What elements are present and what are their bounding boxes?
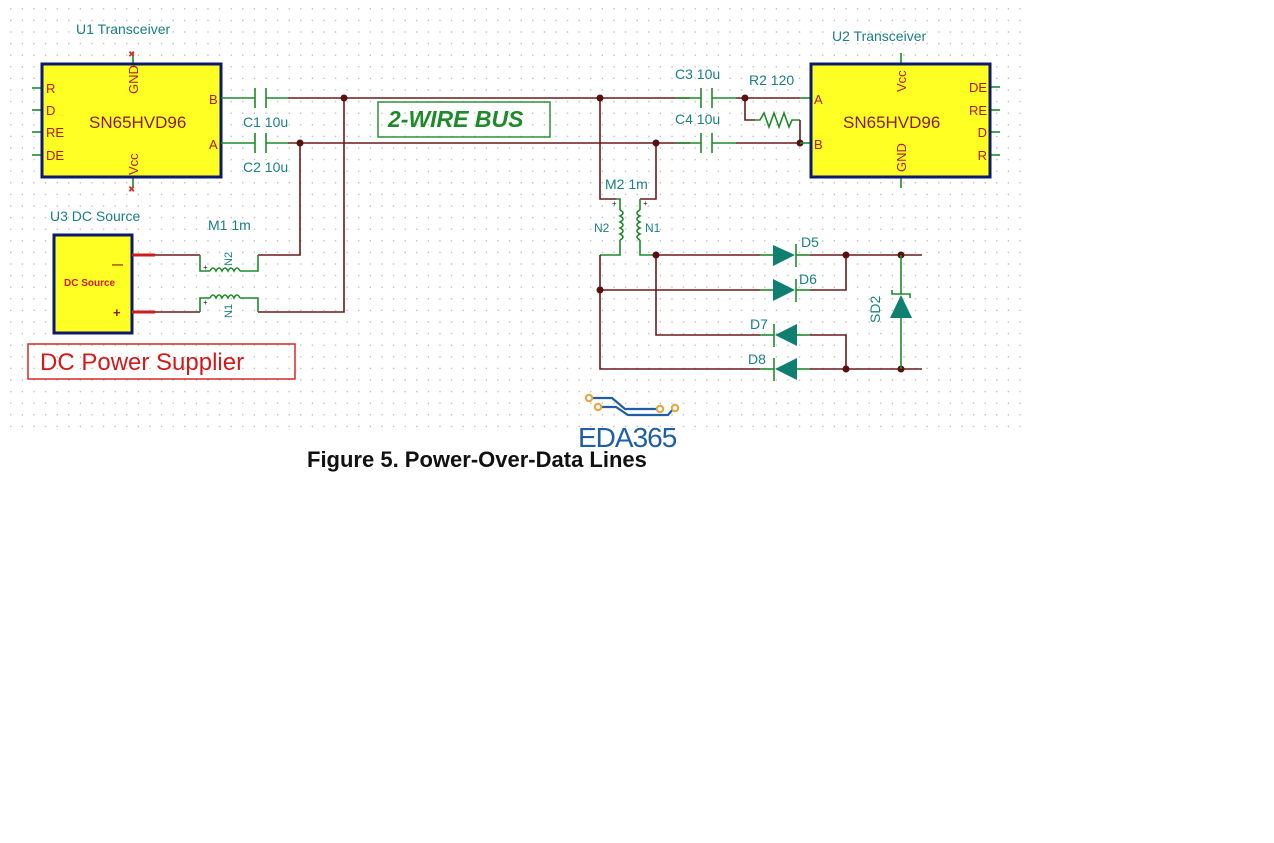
u2-pin-d: D <box>978 125 987 140</box>
u1-pin-a: A <box>209 137 218 152</box>
pad-icon <box>593 402 603 412</box>
u1-gnd-pin-end: × <box>129 49 134 59</box>
u1-pin-r: R <box>46 81 55 96</box>
capacitor-c2[interactable]: C2 10u <box>221 133 288 175</box>
c4-label: C4 10u <box>675 111 720 127</box>
u3-minus-terminal: — <box>112 259 123 271</box>
diode-d5[interactable]: D5 <box>760 234 819 267</box>
u2-transceiver[interactable]: U2 Transceiver A B DE RE D R Vcc GND SN6… <box>809 28 1000 188</box>
m2-n1-polarity-dot: + <box>643 199 648 208</box>
m2-n1-label: N1 <box>645 221 661 235</box>
bus-label-box: 2-WIRE BUS <box>377 101 551 138</box>
d7-label: D7 <box>750 316 768 332</box>
figure-caption: Figure 5. Power-Over-Data Lines <box>307 447 647 472</box>
m1-n2-polarity-dot: + <box>203 263 208 272</box>
u1-pin-b: B <box>209 92 218 107</box>
diode-d8[interactable]: D8 <box>748 351 810 381</box>
bus-wires <box>258 94 690 313</box>
c1-label: C1 10u <box>243 114 288 130</box>
capacitor-c4[interactable]: C4 10u <box>675 111 736 153</box>
u3-part-label: DC Source <box>64 278 116 289</box>
u1-part-number: SN65HVD96 <box>89 113 186 132</box>
m1-label: M1 1m <box>208 217 251 233</box>
capacitor-c3[interactable]: C3 10u <box>675 66 736 108</box>
u2-part-number: SN65HVD96 <box>843 113 940 132</box>
u1-pin-gnd: GND <box>126 65 141 94</box>
d6-label: D6 <box>799 271 817 287</box>
u1-pin-d: D <box>46 103 55 118</box>
bus-label: 2-WIRE BUS <box>387 106 524 132</box>
m2-n2-label: N2 <box>594 221 610 235</box>
u2-pin-b: B <box>814 137 823 152</box>
u3-dc-source[interactable]: U3 DC Source DC Source — + <box>50 208 200 335</box>
u2-title: U2 Transceiver <box>832 28 926 44</box>
c3-label: C3 10u <box>675 66 720 82</box>
pad-icon <box>584 393 594 403</box>
u1-pin-re: RE <box>46 125 64 140</box>
diode-d6[interactable]: D6 <box>760 271 817 302</box>
watermark-text: EDA365 <box>578 422 677 453</box>
u1-vcc-pin-end: × <box>129 184 134 194</box>
r2-label: R2 120 <box>749 72 794 88</box>
diode-d7[interactable]: D7 <box>750 316 810 347</box>
u2-pin-gnd: GND <box>894 143 909 172</box>
psu-label-box: DC Power Supplier <box>27 343 296 380</box>
u1-pin-de: DE <box>46 148 64 163</box>
u2-pin-r: R <box>978 148 987 163</box>
u1-title: U1 Transceiver <box>76 21 170 37</box>
sd2-label: SD2 <box>867 296 883 323</box>
pad-icon <box>655 404 665 414</box>
u2-pin-a: A <box>814 92 823 107</box>
m1-n2-label: N2 <box>223 252 235 266</box>
u3-title: U3 DC Source <box>50 208 140 224</box>
m2-n2-polarity-dot: + <box>612 199 617 208</box>
eda365-watermark: EDA365 <box>578 393 680 453</box>
u2-pin-re: RE <box>969 103 987 118</box>
u2-pin-de: DE <box>969 80 987 95</box>
psu-label: DC Power Supplier <box>40 349 244 376</box>
inductor-m1[interactable]: M1 1m + N2 + N1 <box>199 217 259 318</box>
u1-transceiver[interactable]: U1 Transceiver × × R D RE DE B A GND Vcc… <box>32 21 223 195</box>
pad-icon <box>670 403 680 413</box>
u1-pin-vcc: Vcc <box>126 153 141 175</box>
rectifier-wires <box>596 251 922 373</box>
c2-label: C2 10u <box>243 159 288 175</box>
u2-pin-vcc: Vcc <box>894 70 909 92</box>
inductor-m2[interactable]: M2 1m + N2 + N1 <box>594 176 661 256</box>
m1-n1-label: N1 <box>223 304 235 318</box>
u1-body <box>40 62 223 179</box>
resistor-r2[interactable]: R2 120 <box>736 72 811 147</box>
diode-sd2[interactable]: SD2 <box>867 255 912 369</box>
u3-body <box>52 233 134 335</box>
u2-body <box>809 62 992 179</box>
d8-label: D8 <box>748 351 766 367</box>
u3-plus-terminal: + <box>113 305 121 320</box>
m1-n1-polarity-dot: + <box>203 298 208 307</box>
m2-label: M2 1m <box>605 176 648 192</box>
capacitor-c1[interactable]: C1 10u <box>221 88 288 130</box>
d5-label: D5 <box>801 234 819 250</box>
